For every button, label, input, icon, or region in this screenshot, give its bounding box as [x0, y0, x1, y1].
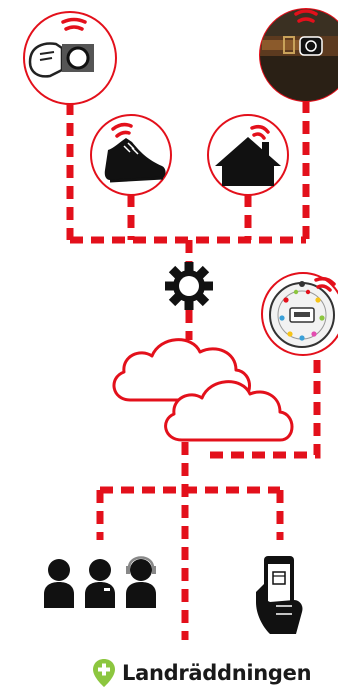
belt-sensor-icon: [255, 8, 338, 106]
cloud-icon: [114, 340, 292, 440]
brand-name: Landräddningen: [122, 661, 311, 685]
shoe-sensor: [91, 115, 171, 195]
person-2: [85, 559, 115, 608]
brand-logo: Landräddningen: [92, 658, 311, 688]
pill-dispenser: [262, 273, 338, 355]
gear-icon: [165, 262, 213, 310]
wrist-watch-icon: [30, 44, 94, 77]
person-1: [44, 559, 74, 608]
person-3-headset: [126, 558, 156, 609]
wrist-watch-sensor: [24, 12, 116, 104]
belt-sensor: [255, 8, 338, 106]
people-group-icon: [44, 558, 156, 609]
pill-dispenser-icon: [270, 281, 334, 347]
location-pin-plus-icon: [92, 658, 116, 688]
smartphone-alert-icon: [256, 556, 303, 634]
home-sensor: [208, 115, 288, 195]
